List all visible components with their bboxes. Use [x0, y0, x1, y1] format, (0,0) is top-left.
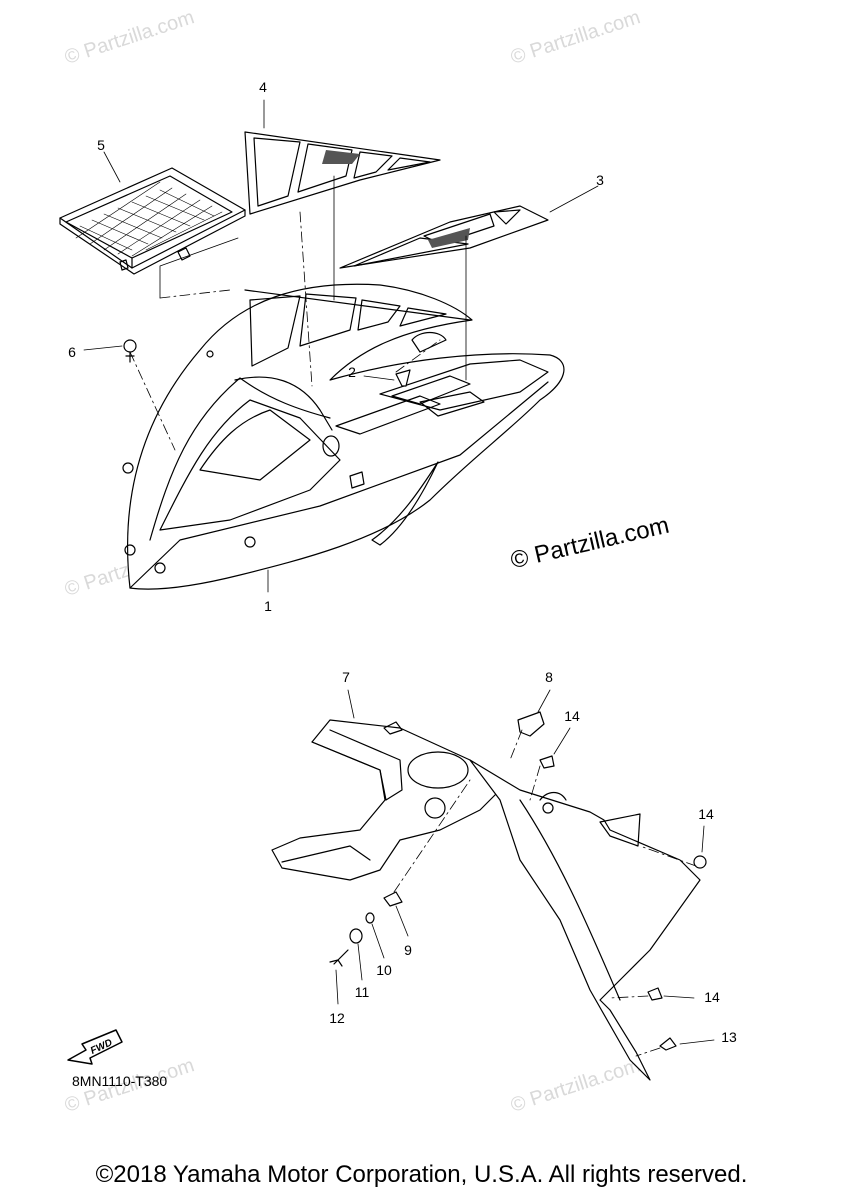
part-6-bolt [123, 339, 137, 363]
part-4-panel [244, 131, 441, 215]
inner-fender-panel [469, 759, 701, 1081]
fwd-arrow-icon: FWD [67, 1029, 123, 1065]
fastener-11 [349, 928, 363, 944]
fastener-9 [383, 891, 403, 907]
fastener-14a [539, 755, 555, 769]
diagram-code: 8MN1110-T380 [72, 1073, 168, 1089]
part-8-clip [517, 711, 545, 737]
callout-14b: 14 [698, 806, 714, 822]
fastener-13 [659, 1037, 677, 1051]
fastener-10 [365, 912, 375, 924]
fastener-12 [329, 949, 349, 967]
callout-6: 6 [68, 344, 76, 360]
leader-lines [83, 99, 715, 1057]
callout-1: 1 [264, 598, 272, 614]
fastener-14c [647, 987, 663, 1001]
callout-7: 7 [342, 669, 350, 685]
callout-11: 11 [354, 984, 370, 1000]
callout-2: 2 [348, 364, 356, 380]
part-5-grille [59, 167, 246, 275]
callout-10: 10 [376, 962, 392, 978]
callout-4: 4 [259, 79, 267, 95]
part-3-panel [339, 205, 549, 269]
callout-9: 9 [404, 942, 412, 958]
fastener-14b [693, 855, 707, 869]
callout-13: 13 [721, 1029, 737, 1045]
callout-8: 8 [545, 669, 553, 685]
callout-12: 12 [329, 1010, 345, 1026]
callout-14c: 14 [704, 989, 720, 1005]
callout-3: 3 [596, 172, 604, 188]
part-1-fairing [122, 283, 565, 590]
callout-5: 5 [97, 137, 105, 153]
copyright-notice: ©2018 Yamaha Motor Corporation, U.S.A. A… [95, 1161, 748, 1188]
part-2-screw [395, 369, 411, 387]
part-7-inner-panel [271, 719, 501, 881]
callout-14a: 14 [564, 708, 580, 724]
